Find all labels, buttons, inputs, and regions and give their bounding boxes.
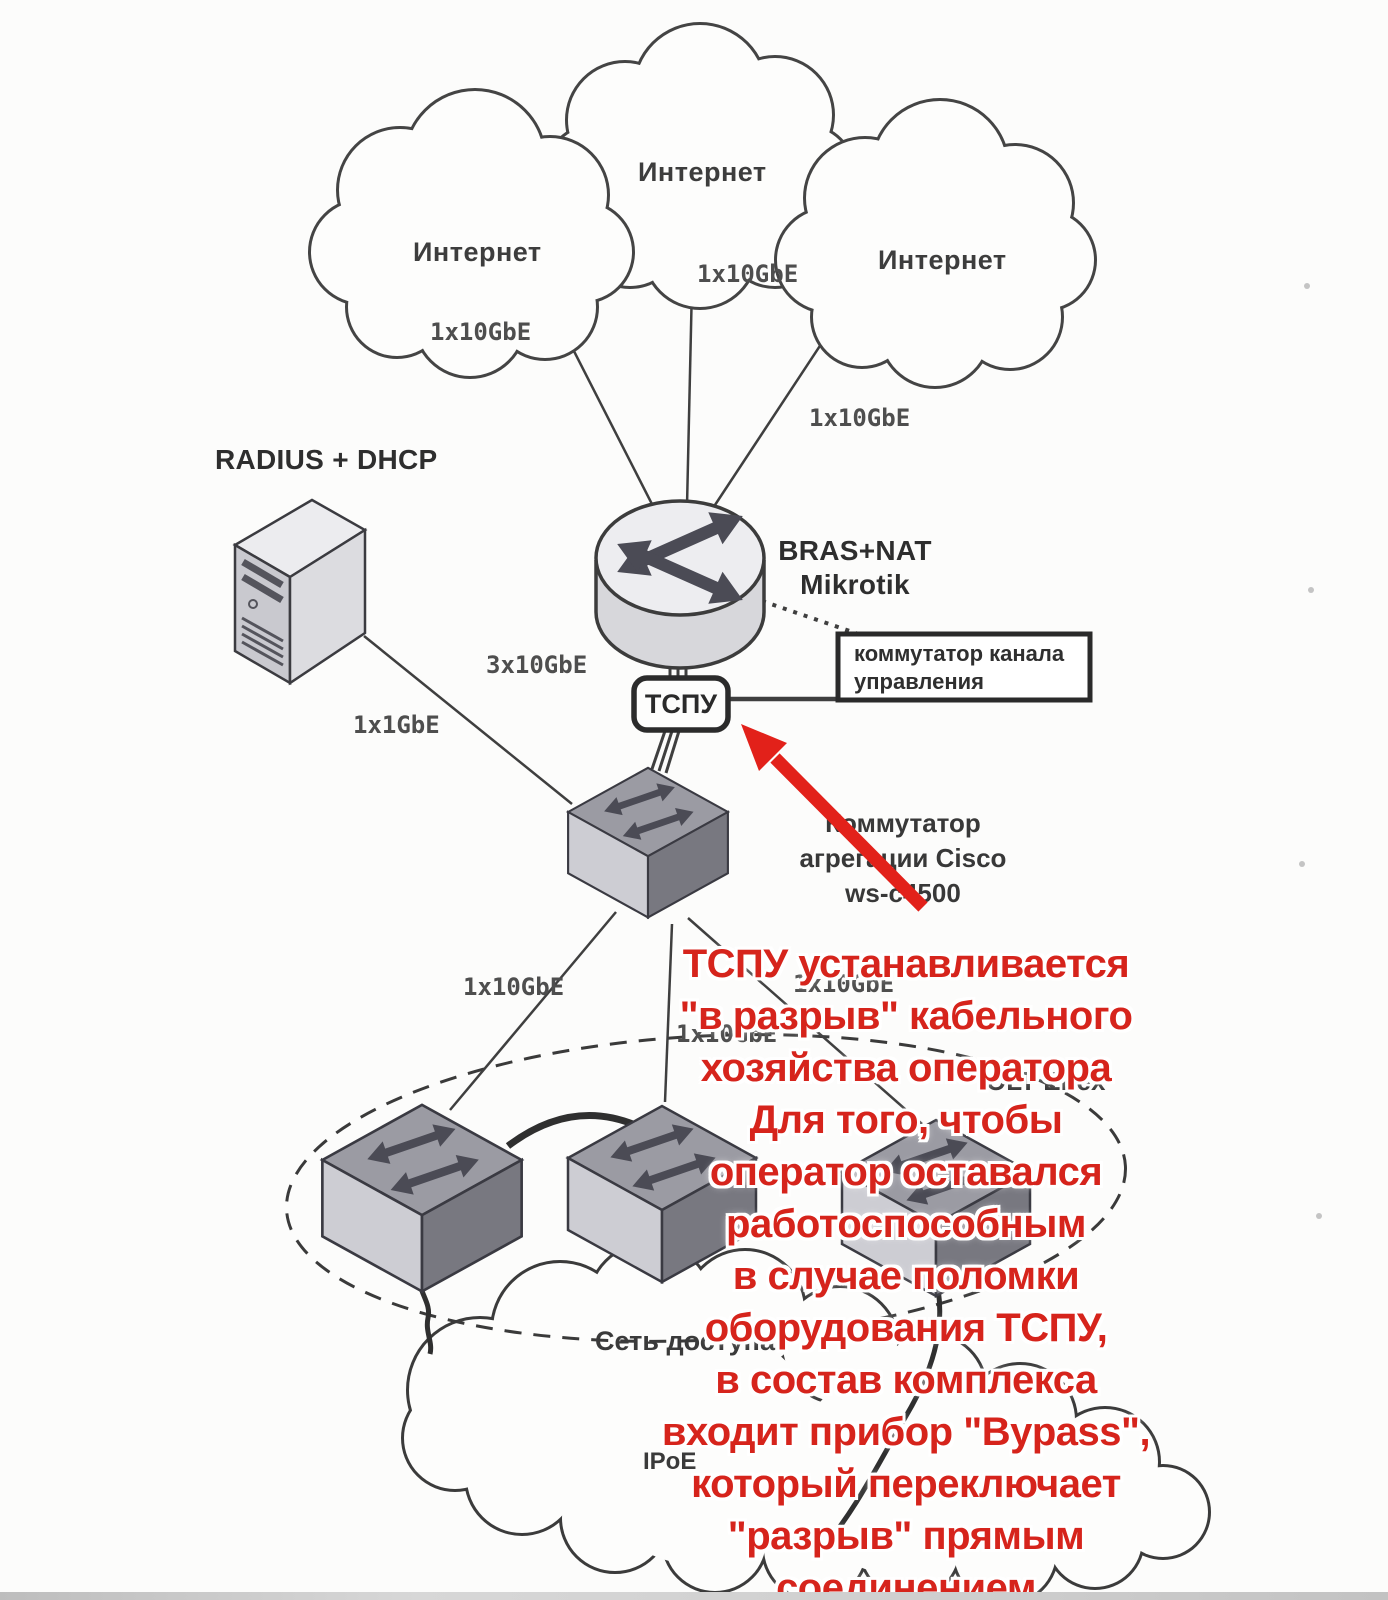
annotation-line: "в разрыв" кабельного bbox=[679, 994, 1133, 1038]
radius-server-label: RADIUS + DHCP bbox=[215, 444, 438, 475]
annotation-line: "разрыв" прямым bbox=[727, 1514, 1085, 1558]
link-label-top-right: 1x10GbE bbox=[809, 404, 911, 432]
red-arrow-icon bbox=[741, 724, 928, 912]
access-ring-ellipse bbox=[285, 1033, 1127, 1343]
bras-label-line1: BRAS+NAT bbox=[778, 535, 932, 566]
radius-server-icon bbox=[232, 498, 368, 686]
mgmt-label-line2: управления bbox=[854, 669, 985, 694]
cloud-label-right: Интернет bbox=[878, 245, 1007, 275]
scan-specks bbox=[1299, 283, 1322, 1219]
cloud-label-middle: Интернет bbox=[638, 157, 767, 187]
bras-router-icon bbox=[594, 499, 766, 670]
cloud-label-left: Интернет bbox=[413, 237, 542, 267]
link-label-agg-left: 1x10GbE bbox=[463, 973, 565, 1001]
mgmt-switch-label: коммутатор канала управления bbox=[854, 640, 1064, 696]
annotation-line: оператор оставался bbox=[709, 1150, 1103, 1194]
annotation-line: оборудования ТСПУ, bbox=[704, 1306, 1108, 1350]
link-label-agg-olt: 1x10GbE bbox=[793, 970, 895, 998]
agg-label-line2: агрегации Cisco bbox=[799, 843, 1007, 873]
annotation-line: входит прибор "Bypass", bbox=[661, 1410, 1151, 1454]
scan-edge-artifact bbox=[0, 1592, 1388, 1600]
bras-router-label: BRAS+NAT Mikrotik bbox=[770, 534, 940, 602]
internet-cloud-right-icon bbox=[774, 98, 1097, 389]
tspu-box bbox=[631, 675, 731, 733]
link-label-radius-agg: 1x1GbE bbox=[353, 711, 440, 739]
annotation-line: в случае поломки bbox=[732, 1254, 1080, 1298]
annotation-line: который переключает bbox=[691, 1462, 1121, 1506]
tspu-label: ТСПУ bbox=[644, 688, 718, 719]
annotation-text: ТСПУ устанавливается "в разрыв" кабельно… bbox=[586, 938, 1226, 1600]
annotation-line: в состав комплекса bbox=[715, 1358, 1097, 1402]
mgmt-switch-box bbox=[835, 631, 1093, 703]
annotation-line: работоспособным bbox=[726, 1202, 1086, 1246]
ipoe-cloud-icon bbox=[401, 1241, 1211, 1600]
olt-label: OLT Eltex bbox=[986, 1066, 1106, 1096]
link-label-agg-middle: 1x10GbE bbox=[676, 1020, 778, 1048]
link-label-router-tspu: 3x10GbE bbox=[486, 651, 588, 679]
annotation-line: хозяйства оператора bbox=[700, 1046, 1112, 1090]
ipoe-label: IPoE bbox=[643, 1448, 697, 1475]
link-label-top-left: 1x10GbE bbox=[430, 318, 532, 346]
link-label-top-middle: 1x10GbE bbox=[697, 260, 799, 288]
annotation-line: ТСПУ устанавливается bbox=[682, 942, 1130, 986]
bras-label-line2: Mikrotik bbox=[800, 569, 910, 600]
access-network-label: Сеть доступа bbox=[595, 1326, 776, 1356]
internet-cloud-left-icon bbox=[308, 88, 635, 379]
mgmt-label-line1: коммутатор канала bbox=[854, 641, 1065, 666]
annotation-line: Для того, чтобы bbox=[749, 1098, 1063, 1142]
